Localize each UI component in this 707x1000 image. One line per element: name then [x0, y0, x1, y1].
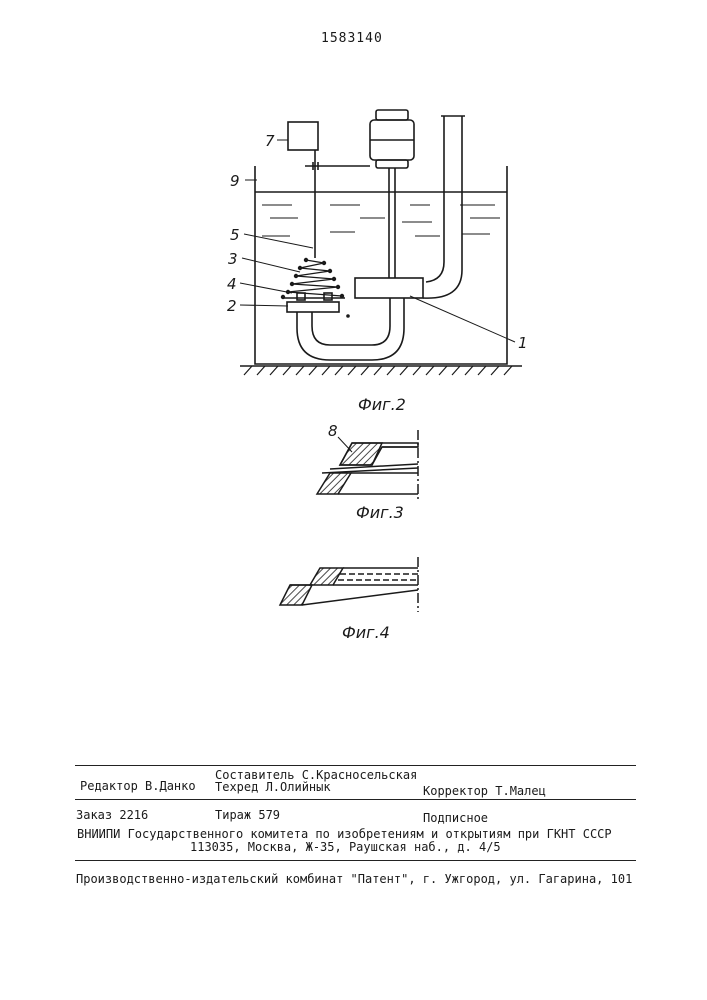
label-9: 9 [230, 172, 240, 190]
leader-lines [240, 140, 515, 342]
label-8: 8 [328, 422, 338, 440]
subscription-line: Подписное [423, 811, 488, 825]
order-line: Заказ 2216 [76, 808, 148, 822]
hatched-section-fig4-top [310, 568, 343, 585]
org-line: ВНИИПИ Государственного комитета по изоб… [77, 827, 612, 841]
label-7: 7 [265, 132, 275, 150]
publisher-line: Производственно-издательский комбинат "П… [76, 872, 632, 886]
power-supply-box [288, 122, 318, 150]
figure-3 [317, 430, 418, 500]
ground-hatching [244, 366, 512, 375]
footer-rule-2 [75, 860, 636, 861]
motor [370, 110, 414, 168]
label-3: 3 [228, 250, 238, 268]
label-5: 5 [230, 226, 240, 244]
vessel-outline [255, 166, 507, 364]
pump-block [355, 278, 423, 298]
circulation-line: Тираж 579 [215, 808, 280, 822]
hatched-section-lower [317, 473, 351, 494]
corrector-line: Корректор Т.Малец [423, 784, 546, 798]
u-pipe [297, 298, 404, 360]
label-2: 2 [227, 297, 237, 315]
techred-line: Техред Л.Олийнык [215, 780, 331, 794]
hatched-section-fig4-bottom [280, 585, 312, 605]
fig4-caption: Фиг.4 [342, 623, 390, 642]
figure-4 [280, 557, 418, 612]
footer-rule-top [75, 765, 636, 766]
label-4: 4 [227, 275, 237, 293]
footer-rule-1 [75, 799, 636, 800]
riser-pipe [426, 116, 444, 282]
figure-2 [240, 110, 522, 375]
editor-line: Редактор В.Данко [80, 779, 196, 793]
fig2-caption: Фиг.2 [358, 395, 406, 414]
label-1: 1 [518, 334, 528, 352]
fig3-caption: Фиг.3 [356, 503, 404, 522]
liquid-dashes [262, 205, 500, 236]
pipe-holder [287, 302, 339, 312]
address-line: 113035, Москва, Ж-35, Раушская наб., д. … [190, 840, 501, 854]
